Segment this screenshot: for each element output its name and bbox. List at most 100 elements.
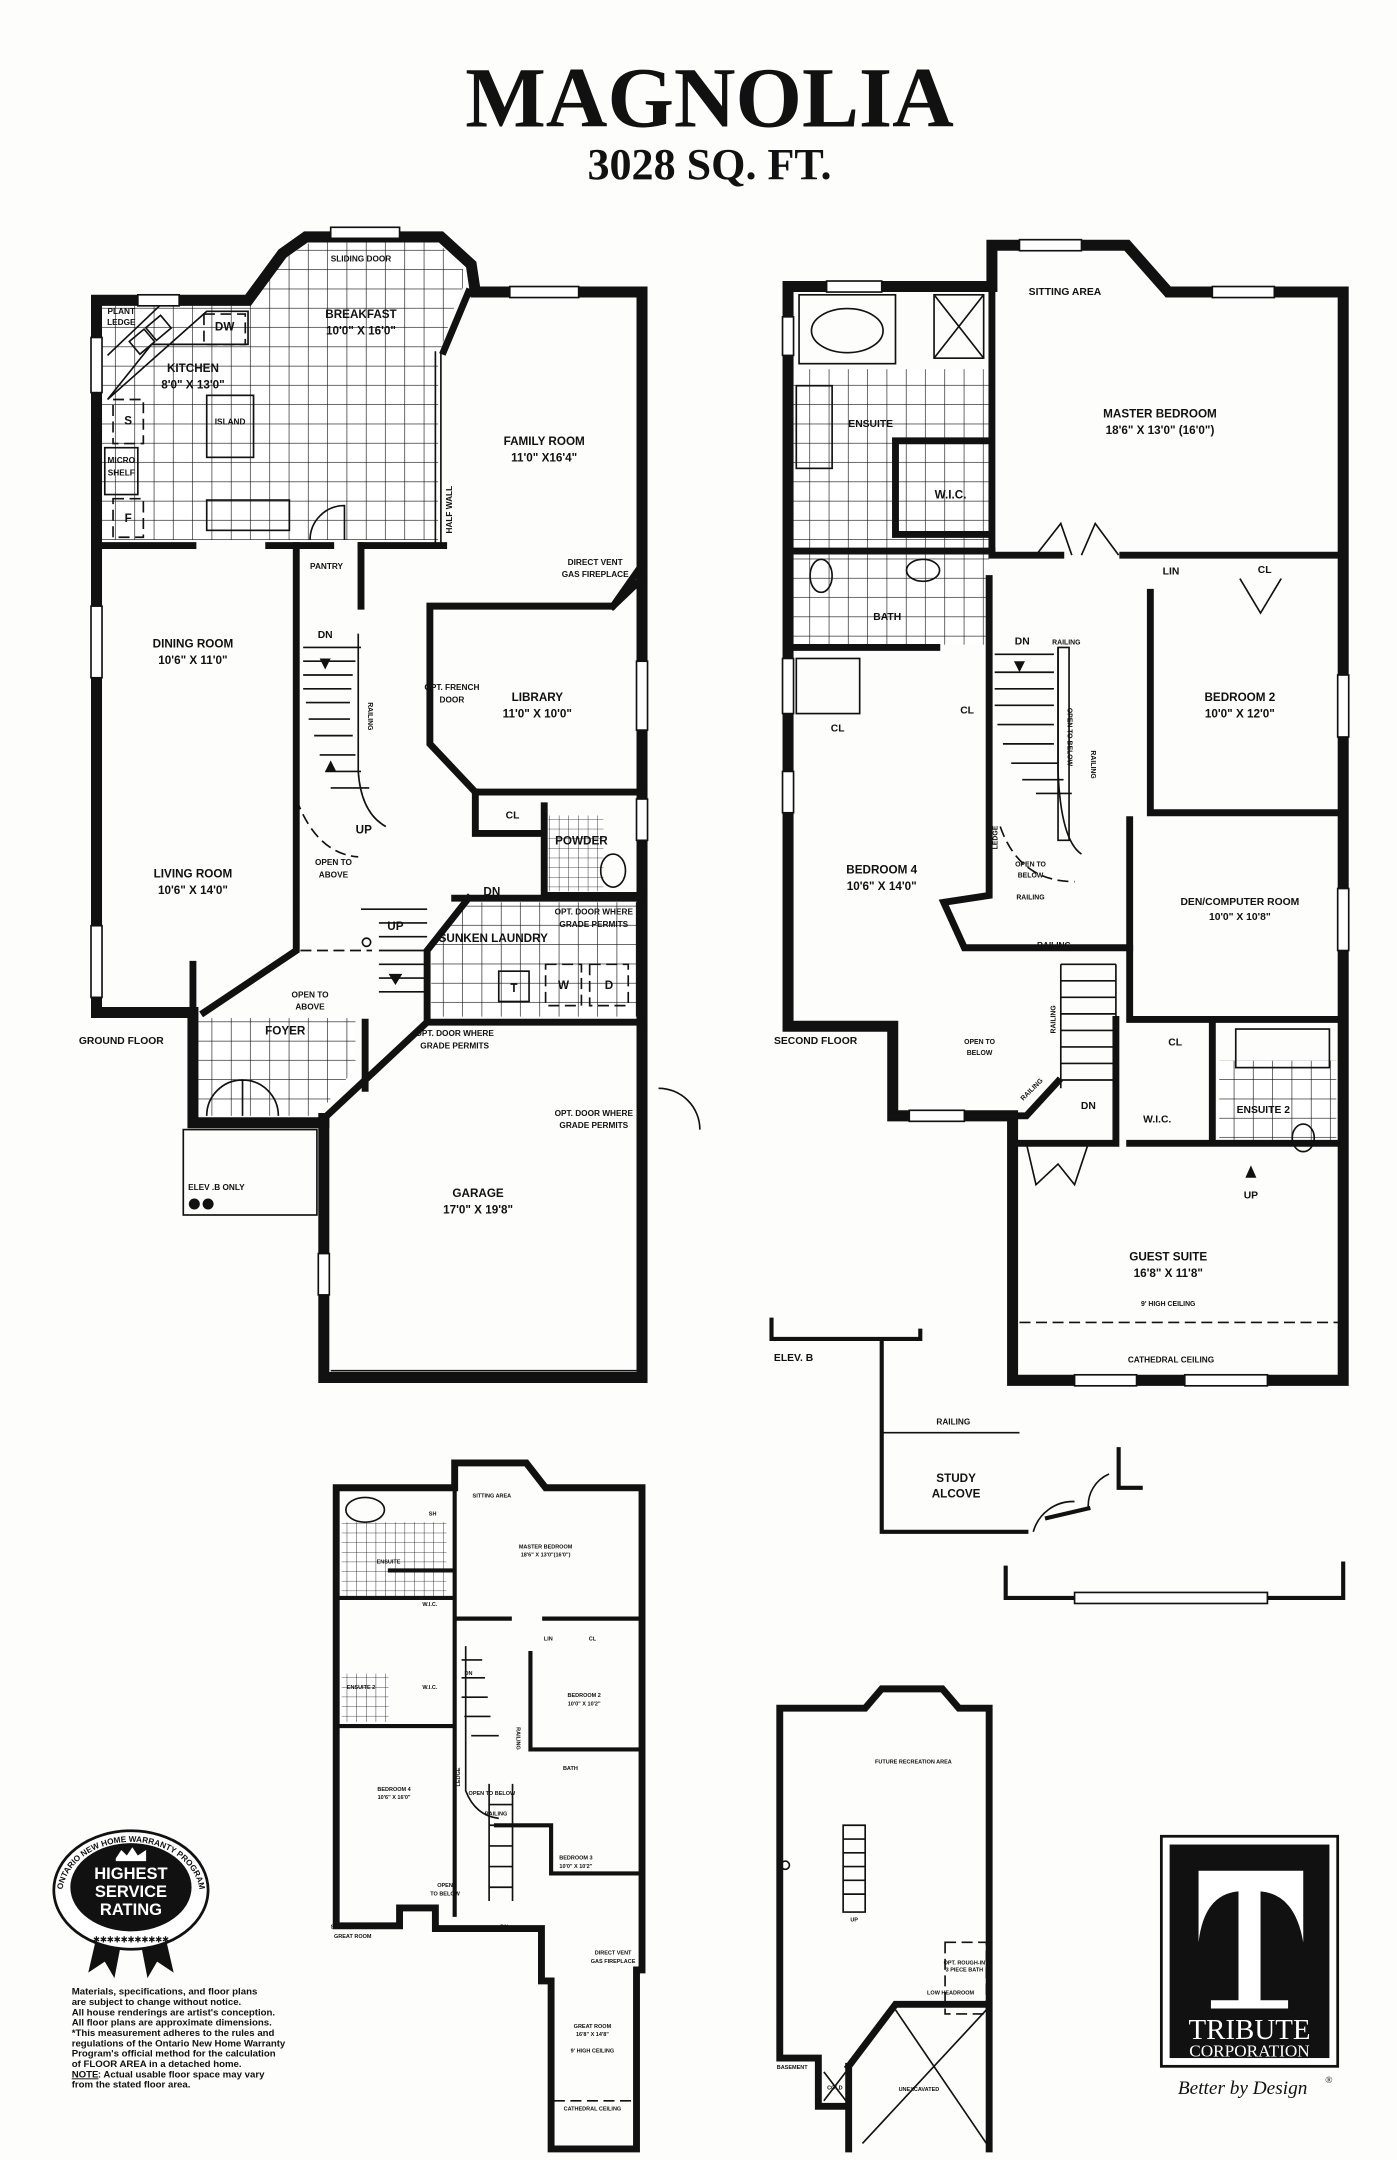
fixture-label: MICRO — [108, 456, 136, 465]
fixture-label: OPT. ROUGH-IN — [944, 1960, 986, 1966]
railing-label: RAILING — [1089, 750, 1096, 778]
logo-tagline: Better by Design — [1178, 2078, 1307, 2099]
laundry-wall — [423, 893, 646, 1026]
stove — [112, 398, 145, 445]
room-label: LEDGE — [456, 1767, 462, 1786]
room-dimensions: 10'0" X 10'2" — [568, 1701, 601, 1707]
kitchen-island — [205, 394, 255, 459]
room-dimensions: 11'0" X 10'0" — [503, 708, 572, 721]
room-label: BEDROOM 2 — [568, 1693, 601, 1699]
foyer-wall — [90, 1006, 330, 1129]
arrow-down-icon — [1013, 661, 1025, 673]
stair-label: DN — [1081, 1101, 1096, 1112]
room-label: OPEN TO — [292, 990, 330, 999]
room-label: SLIDING DOOR — [331, 255, 392, 264]
garage-side-door-swing — [658, 1087, 701, 1130]
room-label: FOYER — [265, 1025, 306, 1038]
room-label: BATH — [873, 612, 901, 623]
closet-label: CL — [1168, 1038, 1182, 1049]
closet-label: CL — [589, 1637, 597, 1643]
door-label: GRADE PERMITS — [420, 1041, 489, 1050]
room-dimensions: 10'0" X 16'0" — [326, 325, 396, 338]
fixture-label: W — [558, 979, 570, 992]
floor-title: GREAT ROOM — [334, 1934, 372, 1940]
stair-label: DN — [483, 885, 500, 898]
furnace-icon — [780, 1860, 791, 1871]
room-label: GUEST SUITE — [1129, 1250, 1207, 1263]
alt-curved-stairs — [461, 1646, 499, 1820]
room-label: LIN — [544, 1637, 553, 1643]
disclaimer-note-label: NOTE — [72, 2069, 99, 2080]
room-dimensions: 10'6" X 14'0" — [847, 880, 917, 893]
logo-sub: CORPORATION — [1189, 2042, 1310, 2061]
room-label: ABOVE — [319, 871, 349, 880]
pantry-door-swing — [309, 504, 346, 541]
toilet — [599, 853, 627, 888]
floor-title: SECOND FLOOR — [774, 1036, 858, 1047]
seal-line-3: RATING — [100, 1900, 162, 1919]
room-dimensions: 18'6" X 13'0" (16'0") — [1106, 424, 1215, 437]
fixture-label: ISLAND — [215, 417, 246, 426]
room-label: W.I.C. — [422, 1685, 437, 1691]
stair-label: DN — [500, 1925, 508, 1931]
fixture-label: 3 PIECE BATH — [946, 1967, 984, 1973]
ensuite2-tile — [1219, 1060, 1337, 1141]
shower — [933, 293, 985, 359]
room-label: BEDROOM 4 — [846, 863, 917, 876]
second-floor-stairs — [994, 646, 1257, 1178]
fridge — [112, 497, 145, 539]
sink-icon — [128, 327, 156, 356]
room-label: COLD — [827, 2086, 843, 2092]
railing-label: RAILING — [1052, 640, 1080, 647]
ceiling-note: CATHEDRAL CEILING — [564, 2106, 622, 2112]
ceiling-note: 9' HIGH CEILING — [571, 2049, 614, 2055]
room-label: ENSUITE — [848, 419, 893, 430]
floor-title: SECOND FLOOR — [331, 1925, 375, 1931]
alt-outer-wall — [332, 1459, 646, 2153]
disclaimer-line: from the stated floor area. — [72, 2080, 191, 2091]
dryer — [588, 963, 630, 1007]
alt-stairs — [488, 1783, 514, 1902]
ensuite-tile — [341, 1522, 447, 1598]
room-label: BELOW — [967, 1050, 993, 1057]
front-door-swing — [205, 1079, 280, 1116]
dishwasher — [203, 313, 247, 346]
logo-name: TRIBUTE — [1188, 2014, 1310, 2046]
room-label: UNEXCAVATED — [899, 2087, 940, 2093]
railing-label: RAILING — [366, 702, 373, 730]
arrow-up-icon — [1245, 1165, 1257, 1178]
master-bottom-wall — [784, 547, 1347, 559]
room-dimensions: 10'0" X 10'2" — [559, 1864, 592, 1870]
basement-plan: FUTURE RECREATION AREA UP OPT. ROUGH-IN … — [776, 1685, 993, 2153]
floor-title: BASEMENT — [777, 2065, 809, 2071]
disclaimer-line: of FLOOR AREA in a detached home. — [72, 2059, 242, 2070]
arrow-up-icon — [325, 760, 337, 772]
room-dimensions: 17'0" X 19'8" — [443, 1204, 513, 1217]
disclaimer-line: Materials, specifications, and floor pla… — [72, 1987, 258, 1998]
arrow-down-icon — [388, 973, 403, 985]
room-label: ALCOVE — [932, 1487, 981, 1500]
ensuite2-tile — [341, 1673, 389, 1722]
stair-label: UP — [356, 823, 372, 836]
fixture-label: D — [605, 979, 613, 992]
library-wall — [426, 559, 647, 796]
room-label: POWDER — [555, 834, 608, 847]
elev-b-porch — [182, 1128, 318, 1216]
room-label: W.I.C. — [1143, 1115, 1171, 1126]
registered-mark: ® — [1325, 2075, 1332, 2086]
arrow-down-icon — [319, 658, 331, 670]
fixture-label: F — [125, 512, 132, 525]
ground-outer-wall — [90, 231, 648, 1384]
room-label: ENSUITE — [377, 1560, 401, 1566]
room-label: ENSUITE 2 — [347, 1685, 375, 1691]
room-label: DEN/COMPUTER ROOM — [1180, 897, 1299, 908]
room-dimensions: 10'6" X 14'0" — [158, 884, 228, 897]
room-label: FAMILY ROOM — [504, 435, 585, 448]
room-label: LIVING ROOM — [154, 868, 233, 881]
bathtub — [798, 293, 897, 365]
ensuite-wic-wall — [892, 283, 996, 555]
tribute-logo: TRIBUTE CORPORATION Better by Design ® — [1159, 1834, 1340, 2099]
tub-basin — [345, 1496, 386, 1524]
fixture-label: DW — [215, 321, 235, 334]
room-label: PLANT — [108, 307, 136, 316]
